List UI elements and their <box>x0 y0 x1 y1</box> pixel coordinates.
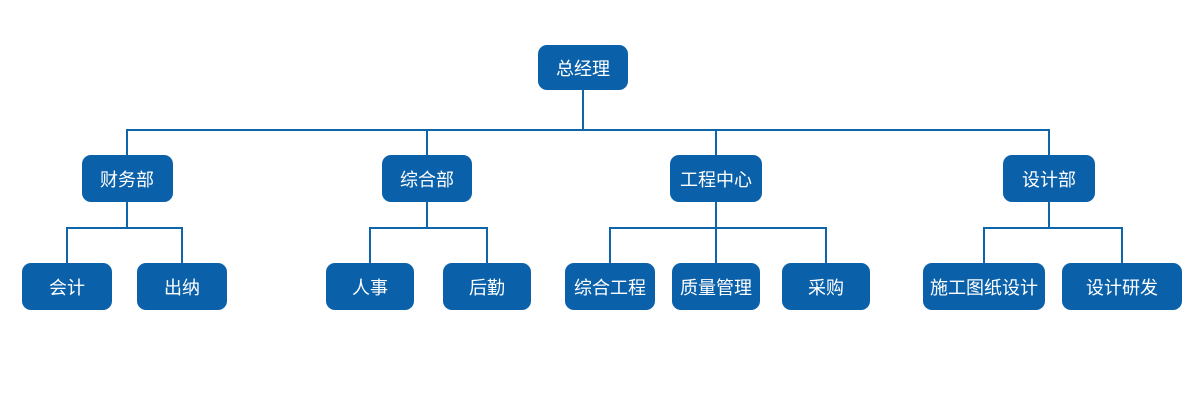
org-node: 总经理 <box>538 45 628 90</box>
org-node: 工程中心 <box>670 155 762 202</box>
connector-line-vertical <box>426 202 428 228</box>
connector-line-vertical <box>181 228 183 263</box>
org-node: 综合工程 <box>565 263 655 310</box>
connector-line-vertical <box>1121 228 1123 263</box>
connector-line-vertical <box>126 202 128 228</box>
connector-line-vertical <box>715 130 717 155</box>
org-node-label: 后勤 <box>469 277 505 298</box>
connector-line-vertical <box>66 228 68 263</box>
org-node: 出纳 <box>137 263 227 310</box>
org-node-label: 综合工程 <box>574 277 646 298</box>
connector-line-vertical <box>486 228 488 263</box>
org-node: 财务部 <box>81 155 173 202</box>
org-node-label: 人事 <box>352 277 388 298</box>
org-node: 质量管理 <box>672 263 760 310</box>
org-node-label: 设计部 <box>1022 169 1076 190</box>
org-node-label: 设计研发 <box>1086 277 1158 298</box>
connector-line-vertical <box>426 130 428 155</box>
org-node-label: 工程中心 <box>680 169 752 190</box>
org-node-label: 采购 <box>808 277 844 298</box>
connector-line-vertical <box>983 228 985 263</box>
org-node-label: 综合部 <box>400 169 454 190</box>
org-node: 采购 <box>782 263 870 310</box>
connector-line-horizontal <box>609 227 827 229</box>
connector-line-vertical <box>369 228 371 263</box>
org-node: 施工图纸设计 <box>923 263 1045 310</box>
connector-line-vertical <box>715 202 717 228</box>
org-node-label: 质量管理 <box>680 277 752 298</box>
org-node: 设计研发 <box>1062 263 1182 310</box>
connector-line-horizontal <box>126 129 1050 131</box>
connector-line-vertical <box>126 130 128 155</box>
connector-line-horizontal <box>66 227 183 229</box>
connector-line-horizontal <box>983 227 1123 229</box>
connector-line-horizontal <box>369 227 488 229</box>
org-node-label: 总经理 <box>556 58 610 79</box>
org-node-label: 财务部 <box>100 169 154 190</box>
connector-line-vertical <box>1048 130 1050 155</box>
connector-line-vertical <box>715 228 717 263</box>
connector-line-vertical <box>825 228 827 263</box>
org-node-label: 会计 <box>49 277 85 298</box>
connector-line-vertical <box>582 90 584 130</box>
org-node: 会计 <box>22 263 112 310</box>
org-node: 人事 <box>326 263 414 310</box>
connector-line-vertical <box>1048 202 1050 228</box>
org-node: 设计部 <box>1003 155 1095 202</box>
org-node: 综合部 <box>382 155 472 202</box>
org-node-label: 出纳 <box>164 277 200 298</box>
connector-line-vertical <box>609 228 611 263</box>
org-node-label: 施工图纸设计 <box>930 277 1038 298</box>
org-node: 后勤 <box>443 263 531 310</box>
